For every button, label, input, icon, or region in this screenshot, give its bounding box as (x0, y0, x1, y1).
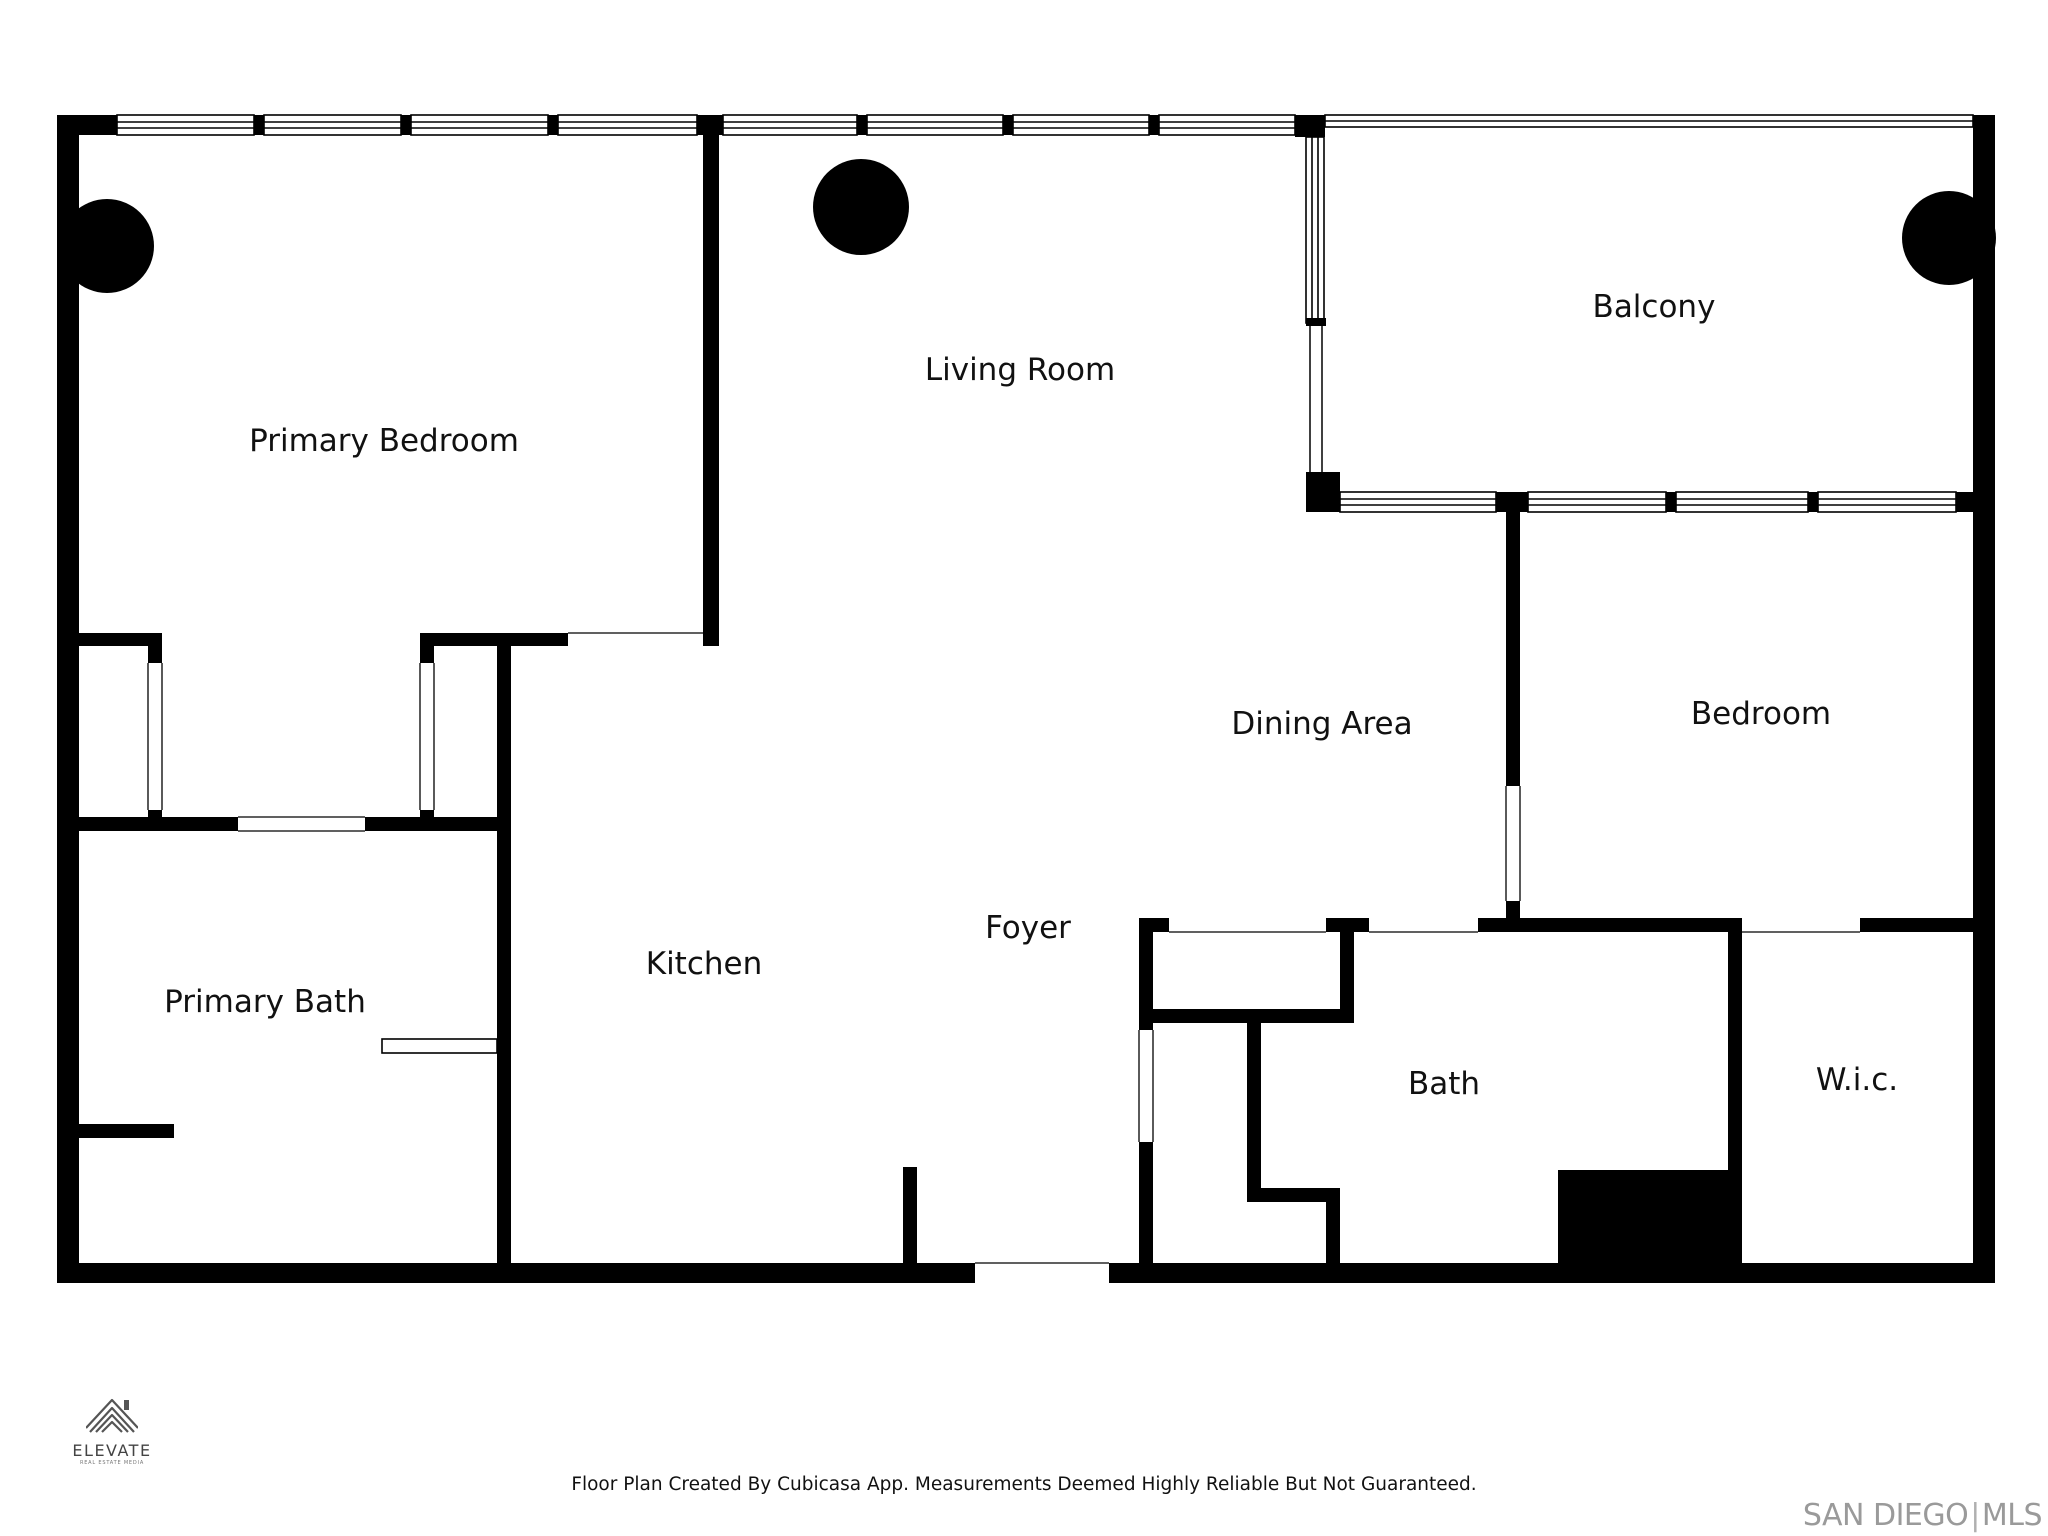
window (116, 114, 255, 136)
mls-badge-right: MLS (1981, 1498, 2043, 1533)
wall (1506, 901, 1520, 932)
wall-top-pillar-1 (254, 115, 264, 135)
wall (1956, 492, 1973, 512)
wall-top-mid (697, 115, 723, 135)
room-label-dining-area: Dining Area (1231, 706, 1412, 742)
wall (1247, 1188, 1340, 1202)
wall-top-pillar-5 (1003, 115, 1013, 135)
disclaimer-caption: Floor Plan Created By Cubicasa App. Meas… (571, 1474, 1477, 1495)
balcony-glass-bottom (1339, 491, 1957, 513)
wall (420, 633, 434, 663)
window (1012, 114, 1150, 136)
column (60, 199, 154, 293)
column (813, 159, 909, 255)
wall (1139, 1009, 1354, 1023)
window (866, 114, 1004, 136)
column (1902, 191, 1996, 285)
wall (148, 633, 162, 663)
wall (1139, 1142, 1153, 1263)
mls-badge: SAN DIEGO|MLS (1802, 1498, 2043, 1533)
wall-top-pillar-2 (401, 115, 411, 135)
wall-top-pillar-6 (1149, 115, 1159, 135)
wall (79, 633, 162, 646)
window (1158, 114, 1296, 136)
wall (1139, 918, 1153, 1030)
balcony-glass-left (1305, 136, 1325, 324)
room-label-primary-bedroom: Primary Bedroom (249, 423, 519, 459)
room-label-balcony: Balcony (1593, 289, 1716, 325)
wall-bottom-right (1109, 1263, 1995, 1283)
wall (703, 135, 719, 646)
room-label-foyer: Foyer (985, 910, 1071, 946)
wall (1478, 918, 1742, 932)
wall (1860, 918, 1973, 932)
interior-walls (79, 135, 1973, 1283)
wall-top-pillar-3 (548, 115, 558, 135)
wall (420, 633, 568, 646)
windows-top (116, 114, 1974, 136)
wall (1506, 512, 1520, 786)
room-label-living-room: Living Room (925, 352, 1115, 388)
wall (903, 1167, 917, 1263)
balcony-left-pillar (1306, 318, 1326, 326)
wall (1728, 918, 1742, 1263)
room-label-wic: W.i.c. (1816, 1062, 1898, 1098)
wall (1666, 492, 1676, 512)
balcony-bottom-left-block (1306, 472, 1340, 512)
room-label-kitchen: Kitchen (646, 946, 763, 982)
wall (1326, 1188, 1340, 1263)
room-label-bedroom: Bedroom (1691, 696, 1831, 732)
wall (79, 817, 238, 831)
window (557, 114, 698, 136)
wall-top-left-corner (57, 115, 117, 135)
wall-top-pillar-4 (857, 115, 867, 135)
vanity-shelf (381, 1038, 498, 1054)
logo-name: ELEVATE (72, 1441, 152, 1460)
wall (1247, 1009, 1261, 1198)
mls-badge-left: SAN DIEGO (1802, 1498, 1969, 1533)
room-label-bath: Bath (1408, 1066, 1480, 1102)
logo-tagline: REAL ESTATE MEDIA (79, 1460, 145, 1466)
window (722, 114, 858, 136)
wall-left (57, 115, 79, 1283)
wall-top-right-corner (1295, 115, 1325, 137)
wall (497, 646, 511, 1283)
wall-right (1973, 115, 1995, 1283)
wall (79, 1124, 174, 1138)
shower (1558, 1170, 1728, 1263)
mls-badge-divider: | (1970, 1498, 1980, 1533)
wall (1496, 492, 1528, 512)
wall-bottom-left (57, 1263, 975, 1283)
wall (365, 817, 497, 831)
elevate-logo: ELEVATE REAL ESTATE MEDIA (62, 1392, 162, 1466)
exterior-walls (57, 115, 1995, 1283)
room-label-primary-bath: Primary Bath (164, 984, 366, 1020)
wall (1340, 918, 1354, 1023)
house-icon (85, 1398, 139, 1433)
columns (60, 159, 1996, 293)
wall (1808, 492, 1818, 512)
wall-right-top-block (1973, 115, 1995, 137)
window (263, 114, 402, 136)
door-openings (147, 632, 1860, 1264)
window (410, 114, 549, 136)
